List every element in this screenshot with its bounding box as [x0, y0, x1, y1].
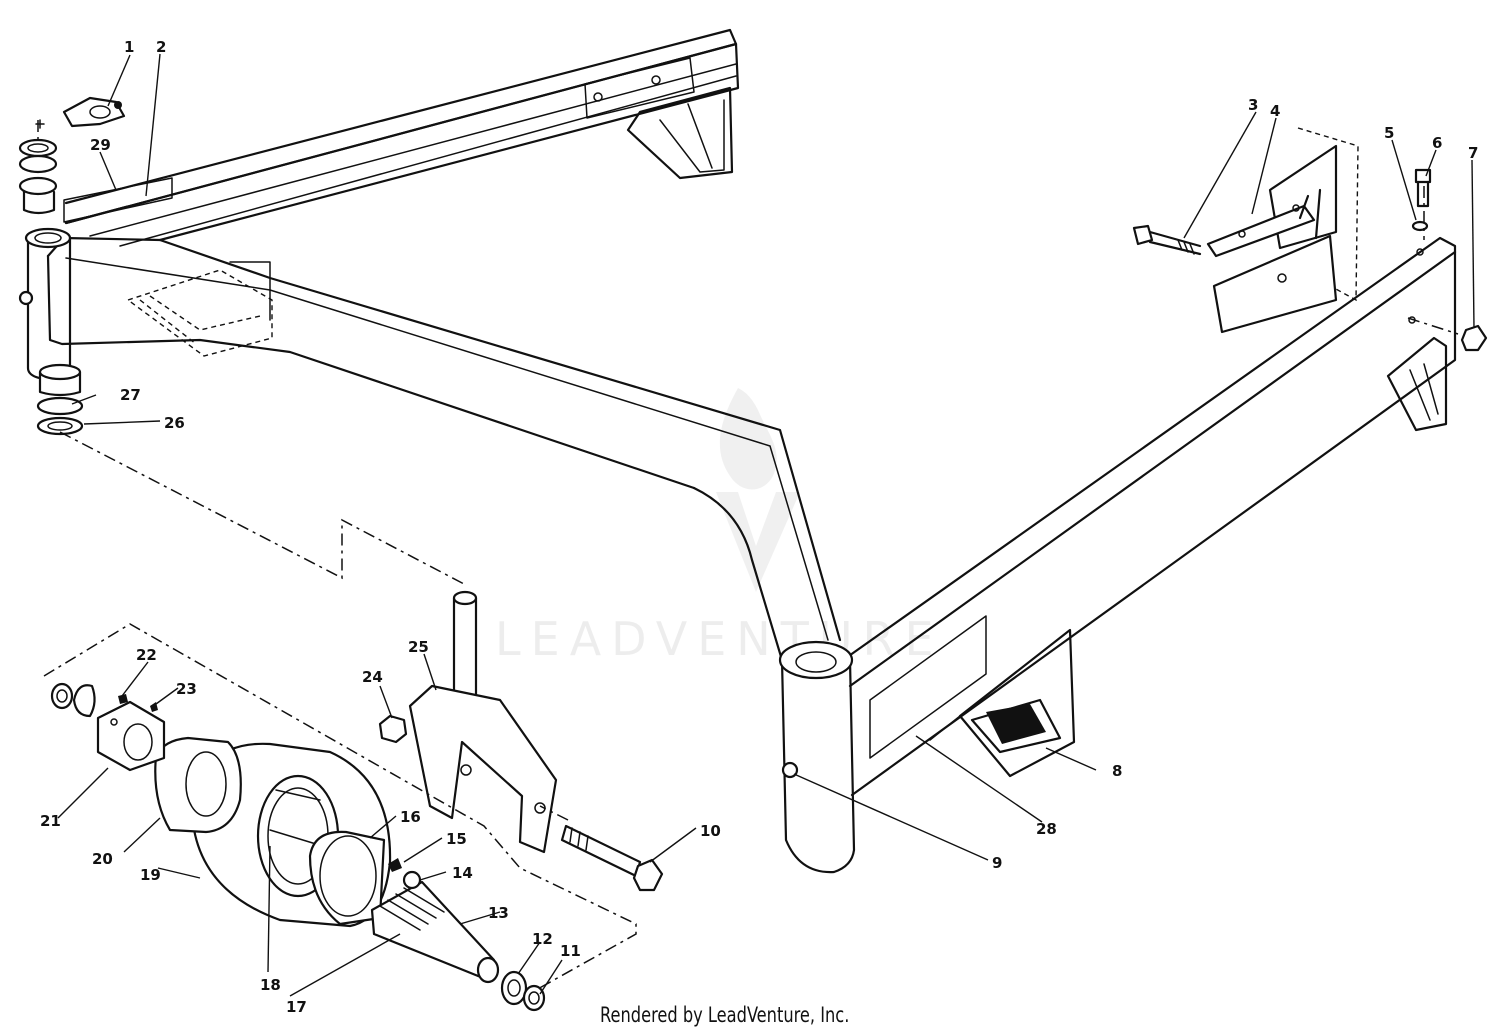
- callout-14: 14: [452, 864, 473, 882]
- callout-19: 19: [140, 866, 161, 884]
- left-pivot-hardware: [18, 96, 173, 436]
- callout-28: 28: [1036, 820, 1057, 838]
- callout-15: 15: [446, 830, 467, 848]
- callout-22: 22: [136, 646, 157, 664]
- callout-26: 26: [164, 414, 185, 432]
- callout-8: 8: [1112, 762, 1122, 780]
- watermark-logo: [716, 388, 800, 592]
- callout-11: 11: [560, 942, 581, 960]
- callout-21: 21: [40, 812, 61, 830]
- callout-13: 13: [488, 904, 509, 922]
- callout-5: 5: [1384, 124, 1394, 142]
- callout-1: 1: [124, 38, 134, 56]
- callout-4: 4: [1270, 102, 1280, 120]
- callout-17: 17: [286, 998, 307, 1016]
- callout-18: 18: [260, 976, 281, 994]
- watermark-text: LEADVENTURE: [495, 612, 944, 666]
- caster-assembly: [50, 590, 664, 1012]
- foot-step: [929, 628, 1076, 778]
- callout-24: 24: [362, 668, 383, 686]
- callout-12: 12: [532, 930, 553, 948]
- grease-fitting-left: [18, 290, 34, 306]
- callout-labels: 1 2 3 4 5 6 7 8 9 10 11 12 13 14 15 16 1…: [40, 38, 1478, 1016]
- callout-3: 3: [1248, 96, 1258, 114]
- callout-2: 2: [156, 38, 166, 56]
- credit-text: Rendered by LeadVenture, Inc.: [600, 1003, 850, 1027]
- leader-lines: [57, 53, 1475, 997]
- callout-25: 25: [408, 638, 429, 656]
- callout-23: 23: [176, 680, 197, 698]
- grease-fitting-front: [781, 761, 799, 779]
- callout-10: 10: [700, 822, 721, 840]
- right-mount-hardware: [1132, 127, 1488, 352]
- callout-9: 9: [992, 854, 1002, 872]
- callout-27: 27: [120, 386, 141, 404]
- center-lines: [37, 120, 1459, 991]
- main-frame: [18, 28, 1457, 874]
- callout-6: 6: [1432, 134, 1442, 152]
- callout-16: 16: [400, 808, 421, 826]
- callout-7: 7: [1468, 144, 1478, 162]
- callout-29: 29: [90, 136, 111, 154]
- callout-20: 20: [92, 850, 113, 868]
